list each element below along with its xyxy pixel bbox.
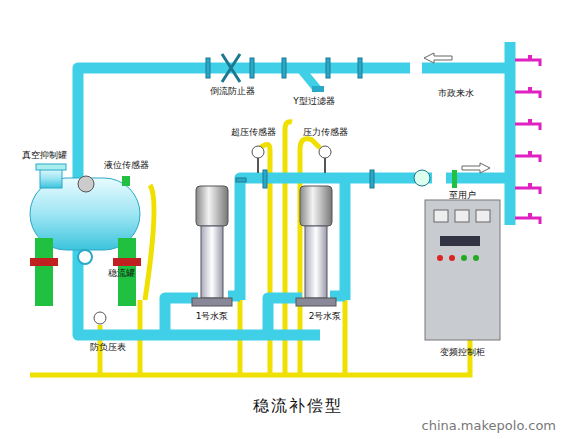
part-label: 稳流罐 — [108, 268, 135, 279]
caption: 稳流补偿型 — [253, 396, 343, 416]
part-label: 压力传感器 — [303, 127, 348, 138]
part-label: 防负压表 — [90, 342, 126, 353]
part-label: 2号水泵 — [309, 311, 342, 322]
watermark: china.makepolo.com — [422, 420, 556, 431]
part-label: Y型过滤器 — [293, 96, 335, 107]
part-label: 超压传感器 — [231, 127, 276, 138]
part-label: 1号水泵 — [196, 311, 229, 322]
part-label: 变频控制柜 — [440, 347, 485, 358]
part-label: 市政来水 — [438, 88, 474, 99]
part-label: 液位传感器 — [104, 160, 149, 171]
part-label: 至用户 — [449, 190, 476, 201]
part-label: 真空抑制罐 — [22, 150, 67, 161]
part-label: 倒流防止器 — [210, 86, 255, 97]
